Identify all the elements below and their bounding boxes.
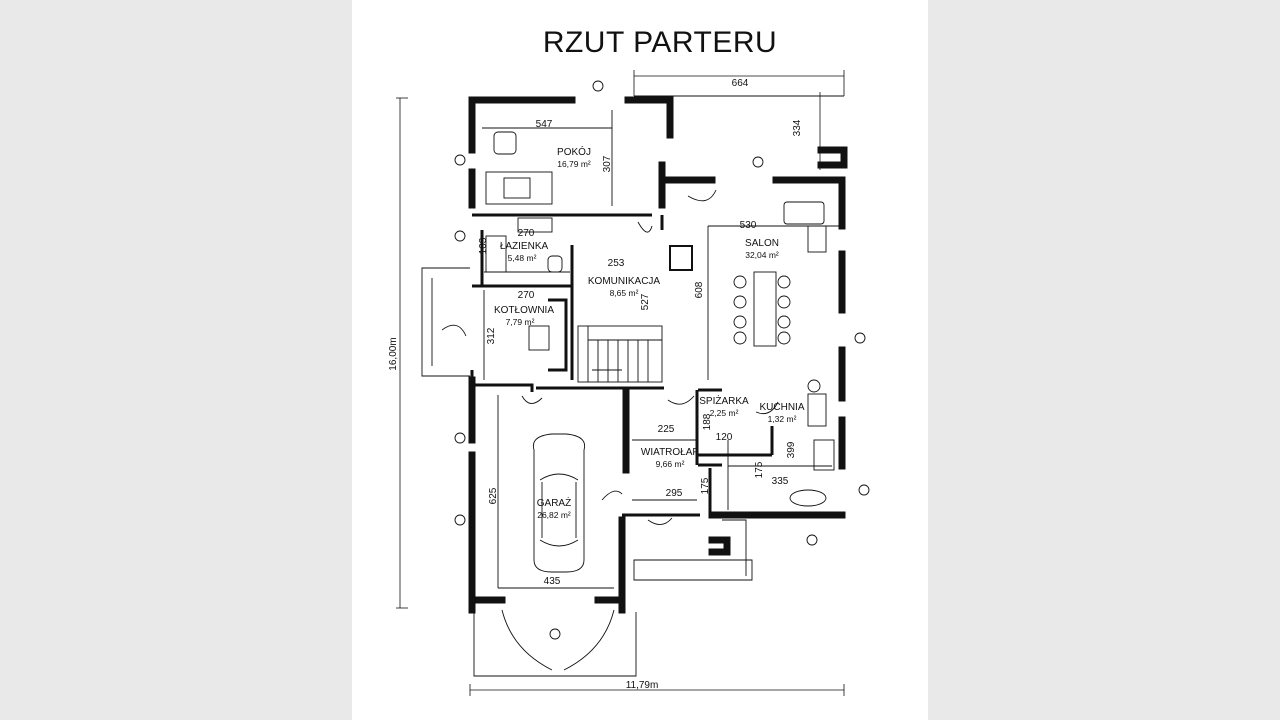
room-area: 32,04 m²	[745, 250, 779, 260]
room-area: 7,79 m²	[506, 317, 535, 327]
overall-height-label: 16,00m	[388, 337, 399, 370]
room-name: SALON	[745, 238, 779, 249]
dimension-label: 527	[640, 293, 651, 310]
room-name: ŁAZIENKA	[500, 241, 549, 252]
dimension-label: 270	[518, 228, 535, 239]
dimension-label: 295	[666, 488, 683, 499]
dimension-label: 625	[488, 487, 499, 504]
interior-walls	[470, 213, 774, 517]
dimension-label: 175	[700, 477, 711, 494]
overall-width-label: 11,79m	[626, 680, 659, 691]
room-area: 2,25 m²	[710, 408, 739, 418]
fireplace	[669, 245, 693, 271]
room-name: POKÓJ	[557, 145, 591, 158]
room-labels: POKÓJ 16,79 m² ŁAZIENKA 5,48 m² KOTŁOWNI…	[494, 145, 805, 520]
dimension-label: 225	[658, 424, 675, 435]
dimension-label: 530	[740, 220, 757, 231]
room-area: 1,32 m²	[768, 414, 797, 424]
drawing-sheet: RZUT PARTERU	[352, 0, 928, 720]
room-area: 9,66 m²	[656, 459, 685, 469]
drawing-title: RZUT PARTERU	[542, 26, 778, 59]
dimension-label: 307	[602, 155, 613, 172]
dimension-label: 335	[772, 476, 789, 487]
dimension-label: 547	[536, 119, 553, 130]
room-name: KUCHNIA	[759, 402, 804, 413]
dimension-label: 435	[544, 576, 561, 587]
dimension-label: 120	[716, 432, 733, 443]
dimension-label: 175	[754, 461, 765, 478]
room-area: 5,48 m²	[508, 253, 537, 263]
room-area: 16,79 m²	[557, 159, 591, 169]
room-name: SPIŻARKA	[699, 394, 749, 407]
dimension-label: 188	[702, 413, 713, 430]
dimension-label: 399	[786, 441, 797, 458]
dimension-label: 664	[732, 78, 749, 89]
exterior-walls	[468, 96, 848, 614]
dimension-label: 270	[518, 290, 535, 301]
room-name: KOMUNIKACJA	[588, 276, 661, 287]
room-area: 26,82 m²	[537, 510, 571, 520]
thin-detail-lines	[421, 80, 870, 677]
overall-dimension-lines	[396, 70, 845, 696]
room-name: KOTŁOWNIA	[494, 305, 554, 316]
room-name: WIATROŁAP	[641, 447, 699, 458]
stairs	[577, 325, 663, 383]
floor-plan: 11,79m 16,00m POKÓJ 16,79 m² ŁAZIENKA 5,…	[388, 70, 870, 696]
room-area: 8,65 m²	[610, 288, 639, 298]
dimension-label: 253	[608, 258, 625, 269]
dimension-label: 334	[792, 119, 803, 136]
dimension-labels: 664 547 307 334 530 270 103 253 270 527 …	[478, 78, 803, 587]
dimension-label: 312	[486, 327, 497, 344]
dimension-label: 103	[478, 237, 489, 254]
room-name: GARAŻ	[537, 496, 571, 509]
car-outline	[532, 433, 586, 573]
dimension-label: 608	[694, 281, 705, 298]
